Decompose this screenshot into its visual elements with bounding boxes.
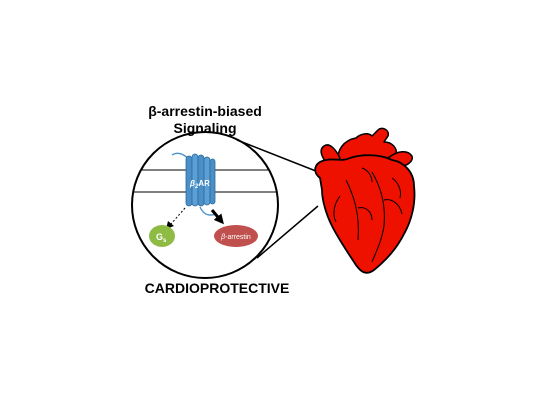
title-line-1: β-arrestin-biased [148, 103, 262, 119]
receptor-label-prefix: β [189, 179, 195, 188]
gs-protein: Gs [149, 225, 175, 247]
title-line-2: Signaling [173, 120, 237, 136]
receptor-label-sub: 2 [194, 184, 199, 190]
zoom-circle [131, 131, 279, 279]
beta2-adrenergic-receptor: β2AR [171, 152, 217, 216]
diagram-title: β-arrestin-biased Signaling [130, 103, 280, 137]
svg-text:β-arrestin: β-arrestin [220, 234, 251, 241]
svg-text:Gs: Gs [156, 232, 167, 244]
cardioprotective-label: CARDIOPROTECTIVE [144, 280, 290, 296]
arrestin-label-suffix: -arrestin [225, 234, 251, 241]
connector-line-bottom [256, 205, 319, 259]
receptor-label-suffix: AR [198, 179, 210, 188]
arrestin-label-prefix: β [220, 234, 225, 241]
bold-arrow-to-arrestin [210, 209, 224, 225]
dashed-arrow-to-gs [170, 207, 186, 225]
heart-illustration [314, 127, 416, 274]
beta-arrestin-protein: β-arrestin [214, 225, 258, 247]
svg-text:β2AR: β2AR [189, 179, 210, 190]
gs-label-main: G [156, 232, 163, 242]
gs-label-sub: s [163, 238, 167, 244]
connector-line-top [236, 139, 327, 176]
